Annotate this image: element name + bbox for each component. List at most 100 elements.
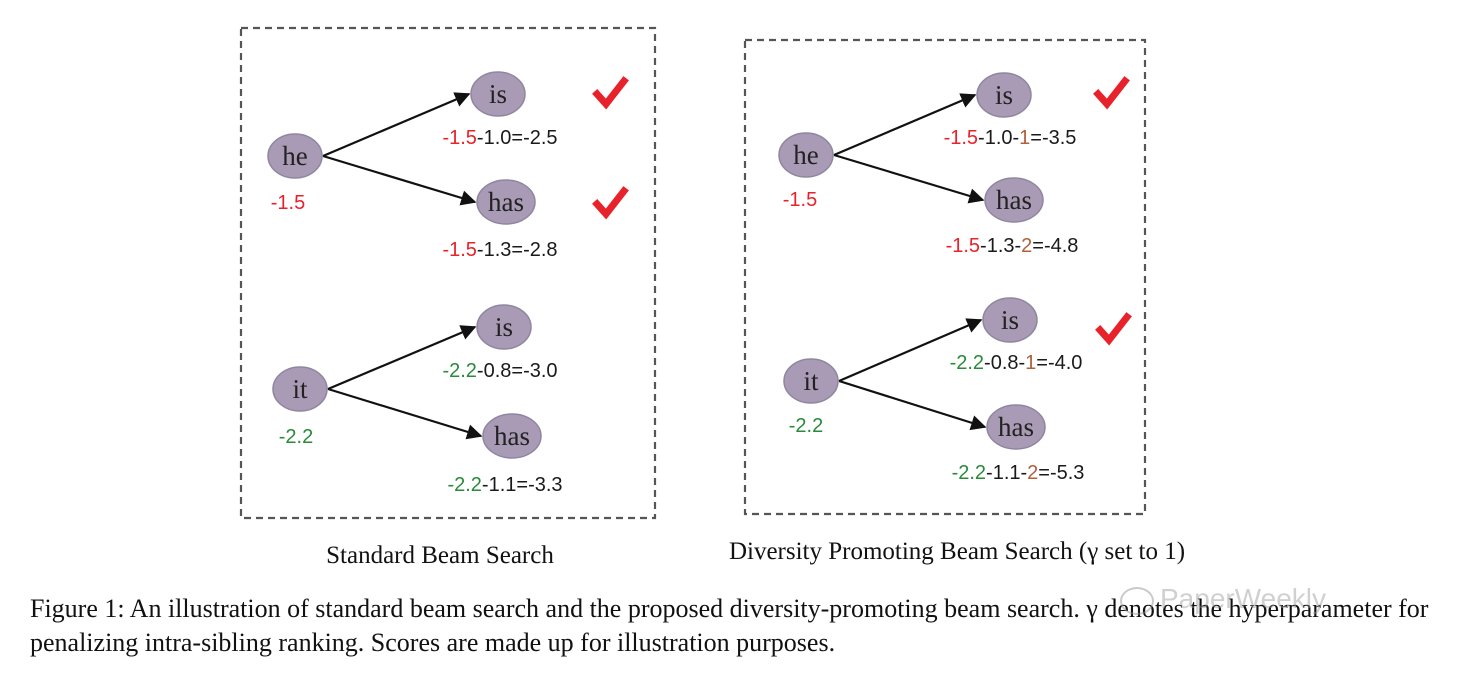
score-part: -1.0- <box>978 127 1019 149</box>
score-part: -2.2 <box>952 462 986 484</box>
node-he: he <box>778 132 834 178</box>
score-part: 2 <box>1027 462 1038 484</box>
score-part: 1 <box>1019 127 1030 149</box>
checkmark-icon <box>592 186 629 220</box>
parent-score: -1.5 <box>783 189 817 211</box>
score-part: 1 <box>1025 352 1036 374</box>
node-is: is <box>976 72 1032 118</box>
child-score: -2.2-0.8-1=-4.0 <box>950 352 1083 374</box>
edge-it-has <box>327 387 483 440</box>
panel-1: Standard Beam Searchhe-1.5is-1.5-1.0=-2.… <box>239 26 657 569</box>
node-is: is <box>476 304 532 350</box>
watermark: PaperWeekly <box>1120 583 1326 615</box>
node-is-ellipse <box>470 71 526 117</box>
score-part: -0.8- <box>984 352 1025 374</box>
node-he-ellipse <box>778 132 834 178</box>
node-has: has <box>986 404 1046 450</box>
node-is-label: is <box>489 79 507 109</box>
child-score: -2.2-1.1-2=-5.3 <box>952 462 1085 484</box>
node-he-ellipse <box>267 133 323 179</box>
edge-he-is <box>833 93 977 157</box>
score-part: -0.8=-3.0 <box>477 360 558 382</box>
panel-caption: Standard Beam Search <box>326 542 554 569</box>
child-score: -1.5-1.3=-2.8 <box>442 239 557 261</box>
node-is: is <box>470 71 526 117</box>
node-is-label: is <box>995 80 1013 110</box>
node-is-ellipse <box>476 304 532 350</box>
score-part: =-4.8 <box>1032 235 1078 257</box>
checkmark-icon <box>592 76 629 110</box>
panel-2: Diversity Promoting Beam Search (γ set t… <box>729 38 1185 565</box>
panel-frame <box>239 26 657 520</box>
node-it-ellipse <box>272 366 328 412</box>
score-part: -2.2 <box>447 474 481 496</box>
score-part: -1.0=-2.5 <box>477 127 558 149</box>
node-has-ellipse <box>986 404 1046 450</box>
node-has-ellipse <box>984 177 1044 223</box>
edge-it-is <box>838 318 983 383</box>
node-he-label: he <box>282 141 308 171</box>
checkmark-icon <box>1095 312 1132 346</box>
node-is-ellipse <box>982 297 1038 343</box>
beam-search-figure: Standard Beam Searchhe-1.5is-1.5-1.0=-2.… <box>239 26 1185 569</box>
node-it-label: it <box>292 374 308 404</box>
score-part: -1.5 <box>946 235 980 257</box>
node-has: has <box>476 179 536 225</box>
edge-it-has <box>838 379 987 431</box>
checkmark-icon <box>1093 76 1130 110</box>
child-score: -1.5-1.0-1=-3.5 <box>944 127 1077 149</box>
score-part: =-3.5 <box>1030 127 1076 149</box>
parent-score: -2.2 <box>279 426 313 448</box>
node-has: has <box>482 413 542 459</box>
score-part: =-4.0 <box>1036 352 1082 374</box>
score-part: -1.5 <box>442 127 476 149</box>
score-part: -2.2 <box>950 352 984 374</box>
score-part: -1.1=-3.3 <box>482 474 563 496</box>
child-score: -2.2-1.1=-3.3 <box>447 474 562 496</box>
child-score: -1.5-1.0=-2.5 <box>442 127 557 149</box>
node-is: is <box>982 297 1038 343</box>
wechat-icon <box>1120 586 1154 615</box>
node-is-label: is <box>495 312 513 342</box>
node-has-label: has <box>996 185 1032 215</box>
node-it: it <box>783 358 839 404</box>
edge-he-has <box>833 153 985 204</box>
parent-score: -2.2 <box>789 415 823 437</box>
child-score: -2.2-0.8=-3.0 <box>442 360 557 382</box>
score-part: -1.5 <box>944 127 978 149</box>
node-has-ellipse <box>482 413 542 459</box>
panel-frame <box>743 38 1147 516</box>
panels-layer: Standard Beam Searchhe-1.5is-1.5-1.0=-2.… <box>239 26 1185 569</box>
node-he-label: he <box>793 140 819 170</box>
score-part: -1.3=-2.8 <box>477 239 558 261</box>
score-part: -1.5 <box>442 239 476 261</box>
panel-caption: Diversity Promoting Beam Search (γ set t… <box>729 538 1185 565</box>
figure-caption: Figure 1: An illustration of standard be… <box>30 594 1429 657</box>
score-part: -1.3- <box>980 235 1021 257</box>
score-part: =-5.3 <box>1038 462 1084 484</box>
edge-he-has <box>322 154 477 206</box>
node-has-label: has <box>488 187 524 217</box>
edge-he-is <box>322 92 471 158</box>
node-it-ellipse <box>783 358 839 404</box>
beam-group-he: he-1.5is-1.5-1.0-1=-3.5has-1.5-1.3-2=-4.… <box>778 72 1130 257</box>
parent-score: -1.5 <box>271 192 305 214</box>
child-score: -1.5-1.3-2=-4.8 <box>946 235 1079 257</box>
edge-it-is <box>327 325 477 391</box>
node-has-ellipse <box>476 179 536 225</box>
node-it: it <box>272 366 328 412</box>
score-part: -2.2 <box>442 360 476 382</box>
node-is-label: is <box>1001 305 1019 335</box>
node-it-label: it <box>803 366 819 396</box>
beam-group-it: it-2.2is-2.2-0.8-1=-4.0has-2.2-1.1-2=-5.… <box>783 297 1132 484</box>
node-is-ellipse <box>976 72 1032 118</box>
score-part: -1.1- <box>986 462 1027 484</box>
node-has-label: has <box>494 421 530 451</box>
node-he: he <box>267 133 323 179</box>
watermark-text: PaperWeekly <box>1160 583 1327 614</box>
node-has-label: has <box>998 412 1034 442</box>
node-has: has <box>984 177 1044 223</box>
score-part: 2 <box>1021 235 1032 257</box>
